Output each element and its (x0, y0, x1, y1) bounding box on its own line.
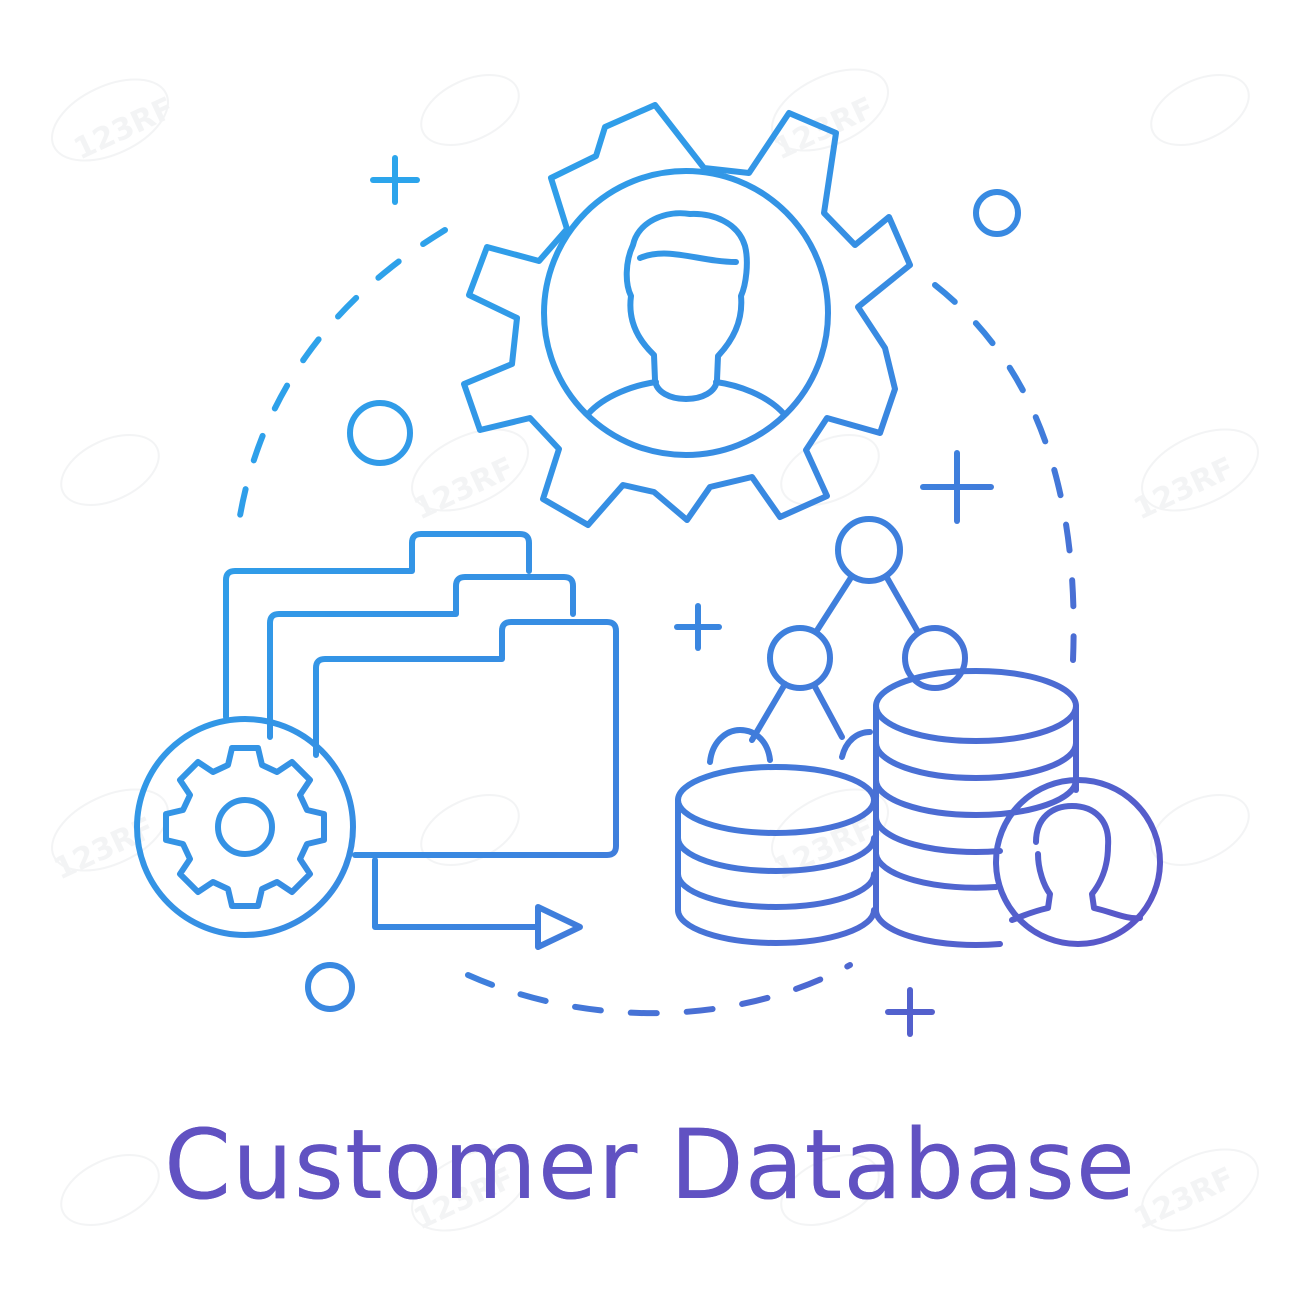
watermark-text: 123RF (409, 451, 520, 528)
plus-icon (885, 987, 935, 1037)
watermark-text: 123RF (49, 811, 160, 888)
plus-icon (920, 450, 994, 524)
user-avatar-icon (993, 777, 1163, 947)
small-gear-icon (134, 716, 356, 938)
dashed-orbit-right (932, 282, 1077, 663)
circle-icon (973, 189, 1021, 237)
watermark-icon (51, 68, 1259, 1232)
circle-icon (305, 962, 355, 1012)
plus-icon (370, 155, 420, 205)
watermark-text: 123RF (1129, 451, 1240, 528)
dashed-orbit-left (234, 227, 448, 538)
gear-icon (461, 102, 913, 528)
arrow-icon (372, 857, 583, 950)
watermark-text: 123RF (69, 91, 180, 168)
network-icon (707, 516, 968, 765)
database-icon (675, 668, 1079, 949)
plus-icon (674, 603, 722, 651)
dashed-orbit-bottom (465, 962, 853, 1017)
caption-title: Customer Database (0, 1100, 1300, 1230)
folder-icon (223, 531, 619, 858)
circle-icon (347, 400, 413, 466)
watermark-text: 123RF (769, 811, 880, 888)
user-icon (585, 210, 787, 417)
